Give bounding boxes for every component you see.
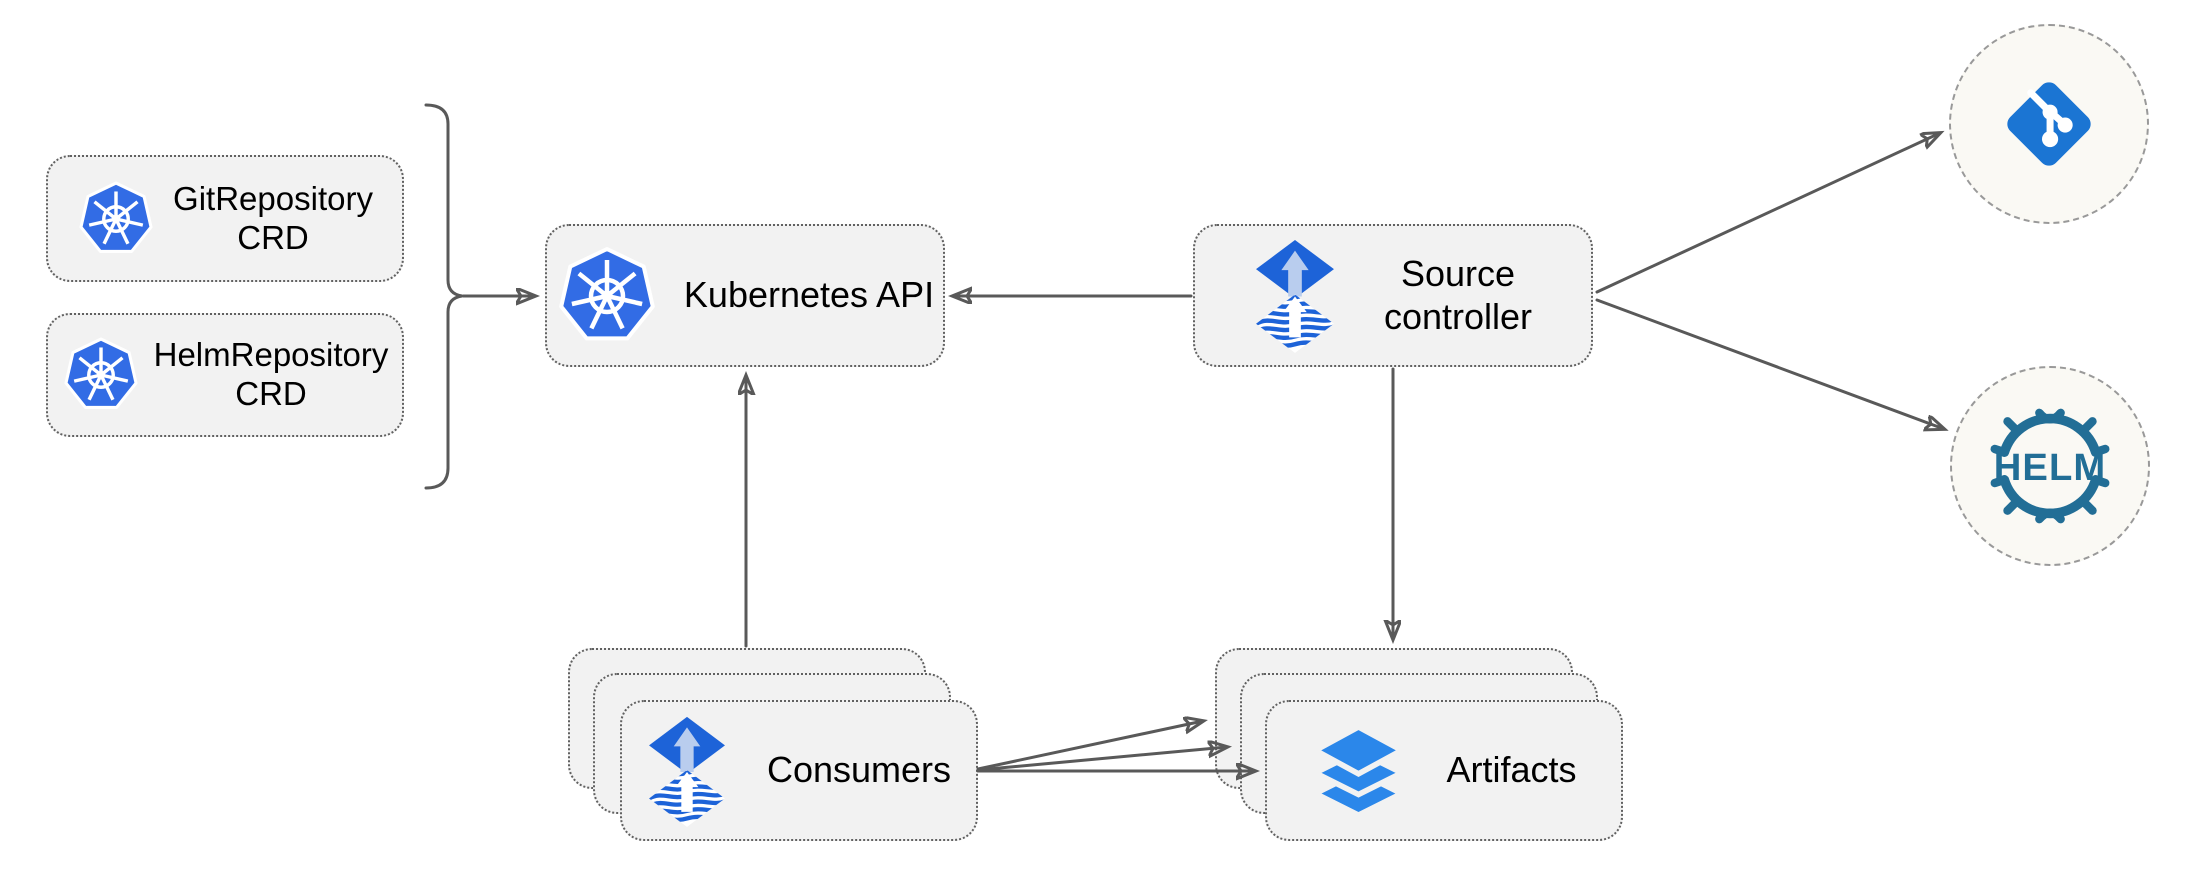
arrow-consumers-to-artifacts-2 [976, 747, 1227, 772]
arrow-source-to-helm [1595, 298, 1944, 429]
node-label: Source controller [1383, 253, 1533, 337]
node-consumers: Consumers [620, 700, 978, 841]
external-git-node [1949, 24, 2149, 224]
node-label: GitRepository CRD [173, 179, 373, 256]
brace-crds [424, 103, 463, 490]
node-source-controller: Source controller [1193, 224, 1593, 367]
node-label: Kubernetes API [683, 274, 935, 316]
node-label: Consumers [766, 749, 952, 791]
node-label: Artifacts [1446, 749, 1577, 791]
helm-logo-text: HELM [1994, 446, 2106, 489]
git-icon [2007, 82, 2091, 166]
kubernetes-icon [64, 337, 138, 409]
node-helm-repository-crd: HelmRepository CRD [46, 313, 404, 437]
node-label: HelmRepository CRD [153, 336, 389, 412]
layers-icon [1311, 724, 1407, 817]
arrow-consumers-to-artifacts-1 [976, 721, 1203, 771]
external-helm-node: HELM [1950, 366, 2150, 566]
helm-icon: HELM [1990, 408, 2110, 524]
flux-icon [649, 716, 725, 827]
node-artifacts: Artifacts [1265, 700, 1623, 841]
node-git-repository-crd: GitRepository CRD [46, 155, 404, 282]
kubernetes-icon [79, 181, 153, 253]
flux-icon [1255, 239, 1334, 353]
node-kubernetes-api: Kubernetes API [545, 224, 945, 367]
kubernetes-icon [559, 246, 655, 340]
arrow-source-to-git [1595, 133, 1940, 294]
